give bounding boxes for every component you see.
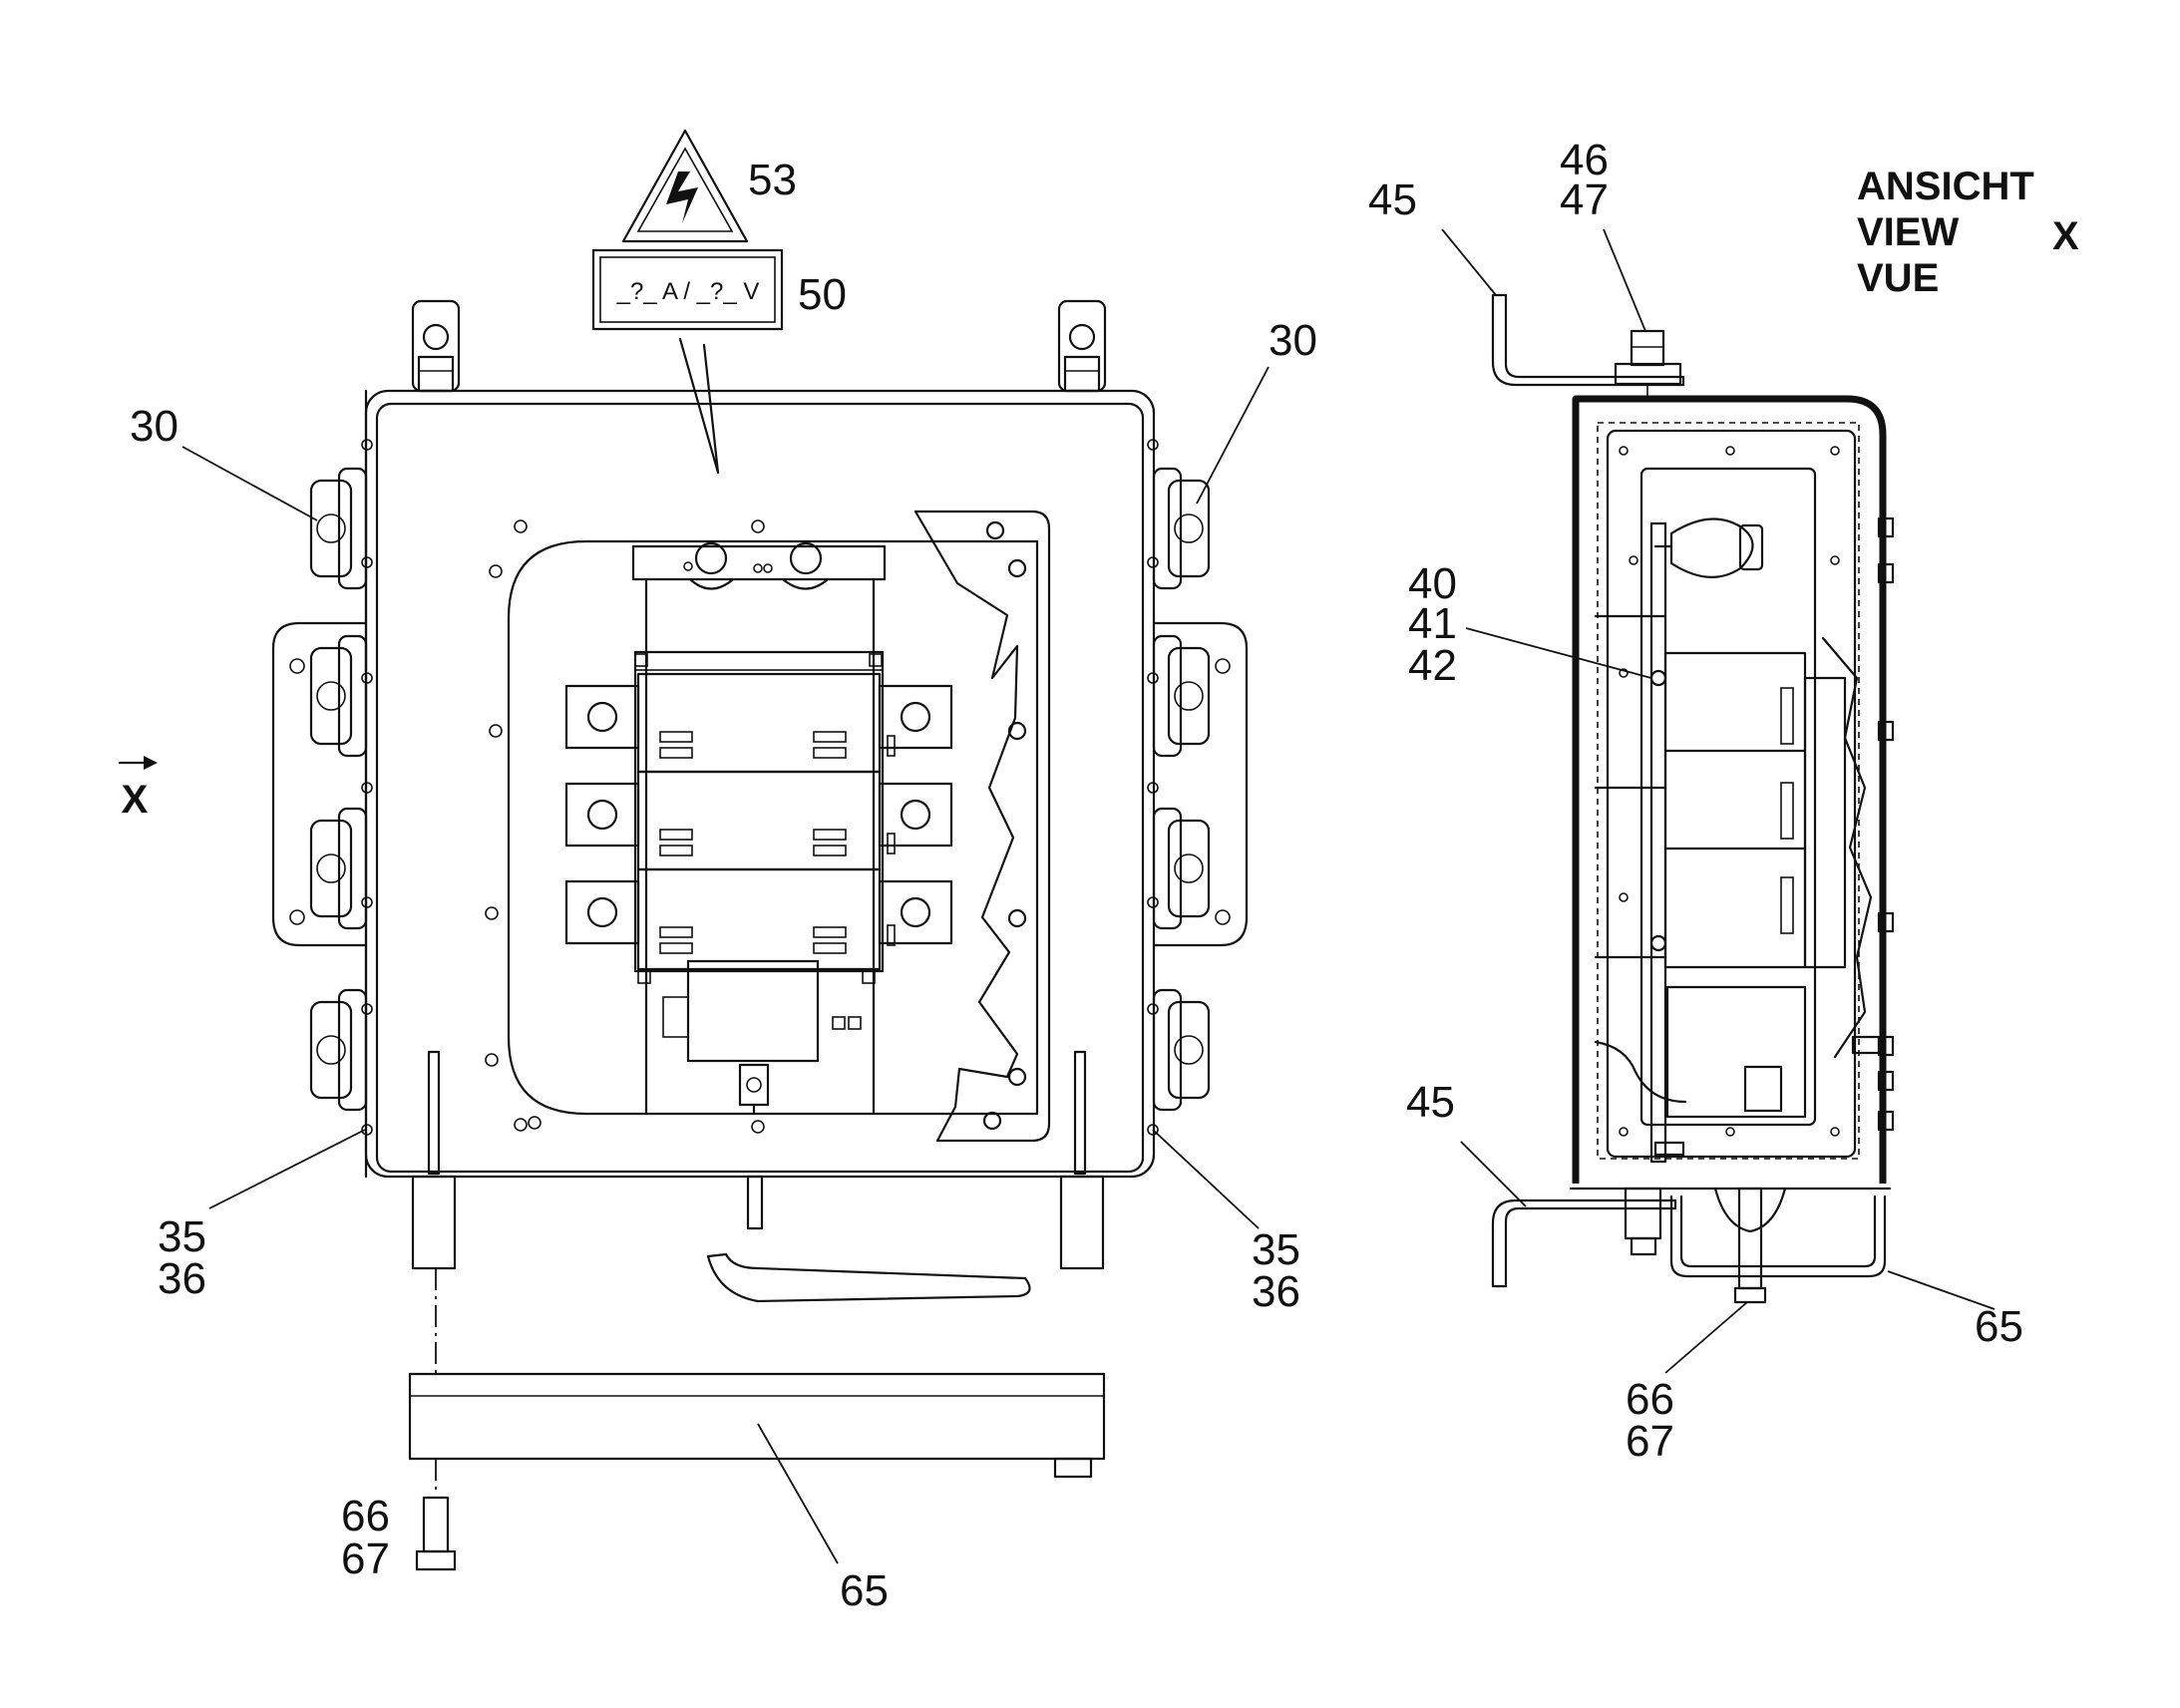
view-title-ansicht: ANSICHT	[1857, 165, 2034, 208]
callout-67-front: 67	[341, 1535, 390, 1583]
callout-47: 47	[1560, 175, 1609, 224]
side-bolts	[1851, 516, 1895, 1132]
rating-plate: _?_ A / _?_ V	[591, 248, 784, 475]
lifting-eye-right	[1057, 299, 1107, 393]
callout-45-bottom: 45	[1406, 1078, 1455, 1127]
view-title-letter: X	[2052, 214, 2079, 258]
view-direction-marker: X	[118, 756, 158, 822]
rating-plate-text: _?_ A / _?_ V	[616, 278, 760, 305]
callout-65-front: 65	[840, 1566, 889, 1615]
view-title-view: VIEW	[1857, 210, 1959, 254]
callout-35-right: 35	[1252, 1225, 1300, 1274]
callout-35-left: 35	[158, 1212, 206, 1261]
lifting-eye-left	[411, 299, 461, 393]
view-title-vue: VUE	[1857, 256, 1939, 300]
callout-46: 46	[1560, 136, 1609, 184]
callout-36-right: 36	[1252, 1267, 1300, 1316]
mounting-plate	[485, 519, 1039, 1134]
door-bracket-cutaway	[913, 510, 1051, 1143]
callout-45-top: 45	[1368, 175, 1417, 224]
callout-36-left: 36	[158, 1254, 206, 1303]
callout-50: 50	[798, 270, 847, 319]
callout-53: 53	[748, 156, 797, 204]
enclosure-body	[271, 389, 1249, 1179]
callout-66-front: 66	[341, 1492, 390, 1540]
callout-30-right: 30	[1269, 316, 1317, 365]
front-view: _?_ A / _?_ V	[118, 129, 1317, 1615]
callout-30-left: 30	[130, 402, 179, 451]
callout-41: 41	[1408, 599, 1457, 648]
callout-67-side: 67	[1626, 1417, 1674, 1466]
view-direction-letter: X	[122, 778, 149, 822]
callout-42: 42	[1408, 641, 1457, 690]
switch-disconnector	[564, 541, 953, 1116]
high-voltage-warning-icon	[621, 129, 749, 243]
callout-40: 40	[1408, 559, 1457, 608]
enclosure-bottom	[411, 1175, 1105, 1303]
base-plate	[408, 1268, 1106, 1496]
callout-66-side: 66	[1626, 1375, 1674, 1424]
side-view-x: ANSICHT VIEW VUE X	[1368, 136, 2079, 1466]
bolt	[415, 1496, 457, 1571]
callout-65-side: 65	[1975, 1302, 2023, 1351]
cable-glands-right	[1147, 439, 1211, 1136]
cable-glands-left	[309, 439, 373, 1136]
